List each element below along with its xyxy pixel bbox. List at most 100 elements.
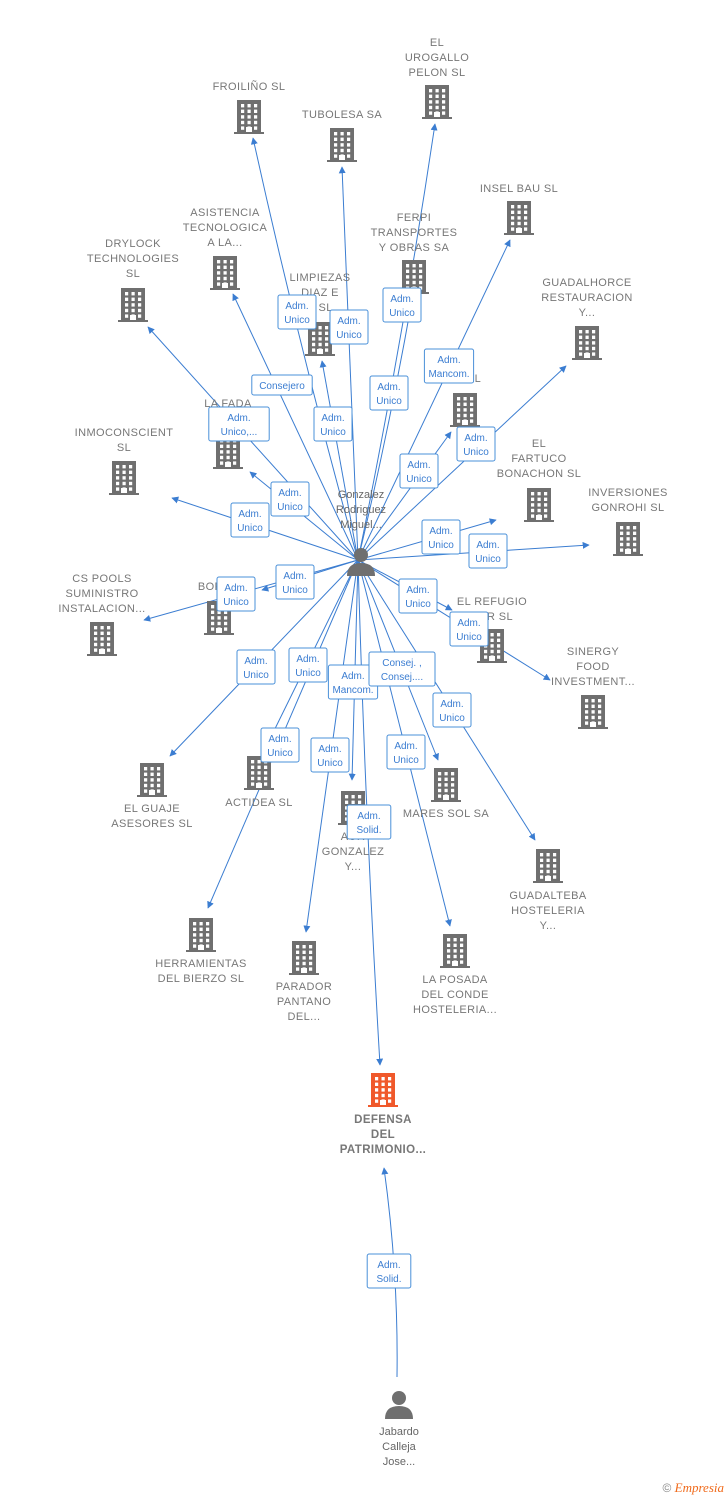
edge-label-p1-c6[interactable]: Adm.Unico (369, 375, 409, 411)
footer-credit: © Empresia (662, 1480, 724, 1496)
company-name: MARES SOL SA (403, 808, 490, 820)
company-node-c23[interactable] (533, 849, 563, 883)
company-node-c25[interactable] (289, 941, 319, 975)
company-name: INVESTMENT... (551, 676, 635, 688)
company-node-c15[interactable] (87, 622, 117, 656)
edge-label-p1-c7[interactable]: Adm.Unico,... (208, 406, 270, 442)
person-node-p2[interactable] (385, 1391, 413, 1419)
brand-logo[interactable]: Empresia (674, 1480, 724, 1495)
company-node-c1[interactable] (422, 85, 452, 119)
company-node-c10[interactable] (450, 393, 480, 427)
company-name: FROILIÑO SL (213, 80, 286, 93)
edge-label-p1-c8[interactable]: Adm.Unico (456, 426, 496, 462)
edge-label-p1-c2[interactable]: Adm.Unico (277, 294, 317, 330)
edge-label-box (346, 804, 392, 840)
company-node-c26[interactable] (440, 934, 470, 968)
edge-label-p1-c18[interactable]: Adm.Unico (449, 611, 489, 647)
building-icon[interactable] (118, 288, 148, 322)
edge-label-p1-c26[interactable]: Adm.Unico (386, 734, 426, 770)
edge-label-p1-c12[interactable]: Adm.Unico (230, 502, 270, 538)
edge-label-p1-c14[interactable]: Adm.Unico (468, 533, 508, 569)
building-icon[interactable] (613, 522, 643, 556)
company-node-c12[interactable] (109, 461, 139, 495)
building-icon[interactable] (524, 488, 554, 522)
edge-label-p1-c4[interactable]: Adm.Mancom. (423, 348, 475, 384)
edge-label-p1-c21[interactable]: Adm.Mancom. (327, 664, 379, 700)
person-name: Jose... (383, 1456, 415, 1468)
edge-label-p1-c27[interactable]: Adm.Solid. (346, 804, 392, 840)
edge-label-p1-c24[interactable]: Adm.Unico (288, 647, 328, 683)
building-icon[interactable] (87, 622, 117, 656)
company-node-c8[interactable] (572, 326, 602, 360)
person-icon[interactable] (385, 1391, 413, 1419)
person-icon[interactable] (347, 548, 375, 576)
building-icon[interactable] (368, 1073, 398, 1107)
edge-label-p1-c22[interactable]: Consej. ,Consej.... (368, 651, 436, 687)
building-icon[interactable] (289, 941, 319, 975)
company-name: PANTANO (277, 996, 331, 1008)
edge-label-text: Solid. (376, 1274, 401, 1285)
edge-label-text: Unico (456, 632, 482, 643)
company-name: EL REFUGIO (457, 596, 527, 608)
edge-label-text: Unico (282, 585, 308, 596)
building-icon[interactable] (440, 934, 470, 968)
edge-label-p1-c19[interactable]: Adm.Unico (236, 649, 276, 685)
building-icon[interactable] (244, 756, 274, 790)
company-node-c20[interactable] (244, 756, 274, 790)
company-node-c27[interactable] (368, 1073, 398, 1107)
building-icon[interactable] (504, 201, 534, 235)
building-icon[interactable] (450, 393, 480, 427)
building-icon[interactable] (234, 100, 264, 134)
edge-label-box (216, 576, 256, 612)
edge-label-p1-c17[interactable]: Adm.Unico (398, 578, 438, 614)
building-icon[interactable] (422, 85, 452, 119)
company-node-c22[interactable] (431, 768, 461, 802)
company-node-c2[interactable] (234, 100, 264, 134)
company-node-c19[interactable] (137, 763, 167, 797)
edge-label-p2-c27[interactable]: Adm.Solid. (366, 1253, 412, 1289)
edge-label-text: Adm. (440, 699, 463, 710)
company-name: UROGALLO (405, 52, 469, 64)
company-node-c18[interactable] (578, 695, 608, 729)
edge-label-p1-c15[interactable]: Adm.Unico (216, 576, 256, 612)
company-node-c24[interactable] (186, 918, 216, 952)
building-icon[interactable] (137, 763, 167, 797)
company-node-c13[interactable] (524, 488, 554, 522)
company-node-c5[interactable] (210, 256, 240, 290)
edge-label-text: Adm. (341, 671, 364, 682)
building-icon[interactable] (327, 128, 357, 162)
edge-label-p1-c9[interactable]: Adm.Unico (313, 406, 353, 442)
company-node-c7[interactable] (118, 288, 148, 322)
edge-label-box (251, 374, 313, 396)
person-node-p1[interactable] (347, 548, 375, 576)
edge-label-p1-c11[interactable]: Adm.Unico (270, 481, 310, 517)
edge-label-p1-c5[interactable]: Consejero (251, 374, 313, 396)
company-node-c14[interactable] (613, 522, 643, 556)
building-icon[interactable] (186, 918, 216, 952)
edge-label-p1-c1[interactable]: Adm.Unico (382, 287, 422, 323)
edge-label-text: Adm. (357, 811, 380, 822)
company-name: ASISTENCIA (190, 207, 260, 219)
person-name: Gonzalez (338, 489, 384, 501)
person-name: Rodriguez (336, 504, 386, 516)
edge-label-p1-c20[interactable]: Adm.Unico (260, 727, 300, 763)
edge-label-p1-c3[interactable]: Adm.Unico (329, 309, 369, 345)
company-node-c3[interactable] (327, 128, 357, 162)
building-icon[interactable] (572, 326, 602, 360)
edge-label-text: Adm. (296, 654, 319, 665)
edge-label-p1-c16[interactable]: Adm.Unico (275, 564, 315, 600)
building-icon[interactable] (431, 768, 461, 802)
company-name: PELON SL (408, 67, 465, 79)
edge-label-p1-c23[interactable]: Adm.Unico (432, 692, 472, 728)
building-icon[interactable] (210, 256, 240, 290)
building-icon[interactable] (109, 461, 139, 495)
building-icon[interactable] (578, 695, 608, 729)
edge-label-p1-c13[interactable]: Adm.Unico (421, 519, 461, 555)
company-node-c4[interactable] (504, 201, 534, 235)
edge-label-text: Unico (463, 447, 489, 458)
edge-label-p1-c10[interactable]: Adm.Unico (399, 453, 439, 489)
edge-label-text: Adm. (406, 585, 429, 596)
edge-label-p1-c25[interactable]: Adm.Unico (310, 737, 350, 773)
building-icon[interactable] (533, 849, 563, 883)
